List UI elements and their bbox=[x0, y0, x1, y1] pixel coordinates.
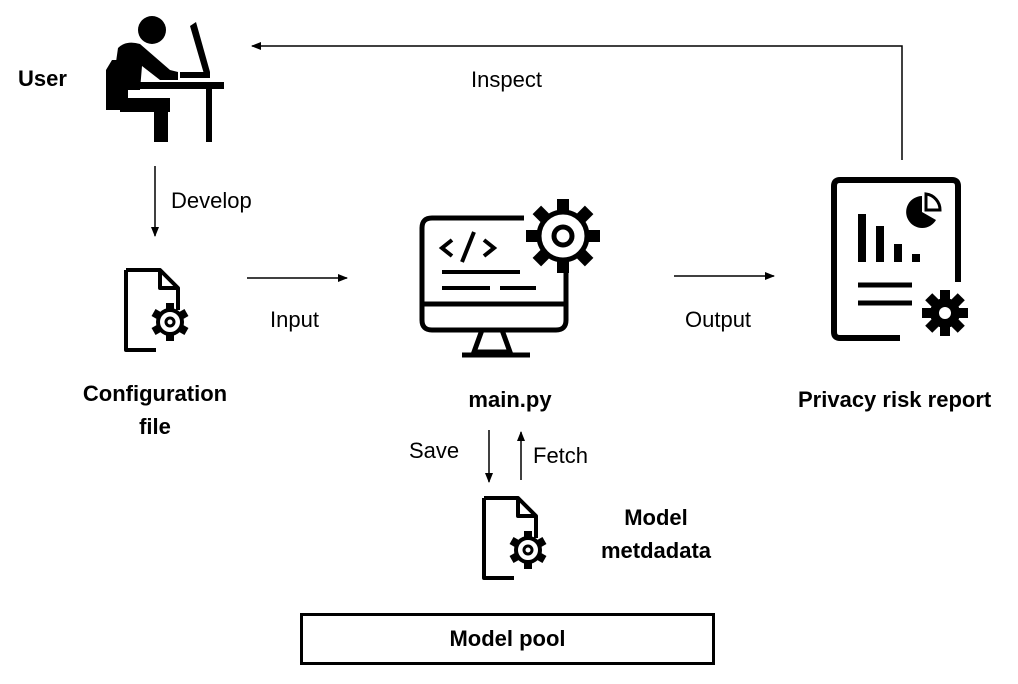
node-pool-label: Model pool bbox=[449, 626, 566, 651]
settings-file-icon bbox=[126, 270, 188, 350]
model-pool-box: Model pool bbox=[300, 613, 715, 665]
arrow-inspect bbox=[251, 42, 903, 160]
edge-output-label: Output bbox=[685, 307, 752, 332]
node-report-label: Privacy risk report bbox=[798, 387, 992, 412]
edge-save-label: Save bbox=[409, 438, 460, 463]
settings-file-icon-metadata bbox=[484, 498, 546, 578]
report-chart-gear-icon bbox=[831, 177, 968, 341]
node-metadata-label: Model metdadata bbox=[600, 505, 712, 563]
edge-develop-label: Develop bbox=[171, 188, 252, 213]
node-config-label: Configuration file bbox=[82, 381, 228, 439]
code-monitor-gear-icon bbox=[419, 199, 600, 358]
edge-inspect-label: Inspect bbox=[471, 67, 542, 92]
edge-input-label: Input bbox=[270, 307, 319, 332]
edge-fetch-label: Fetch bbox=[533, 443, 589, 468]
person-at-computer-icon bbox=[106, 16, 224, 142]
node-main-label: main.py bbox=[468, 387, 552, 412]
node-user-label: User bbox=[18, 66, 67, 91]
